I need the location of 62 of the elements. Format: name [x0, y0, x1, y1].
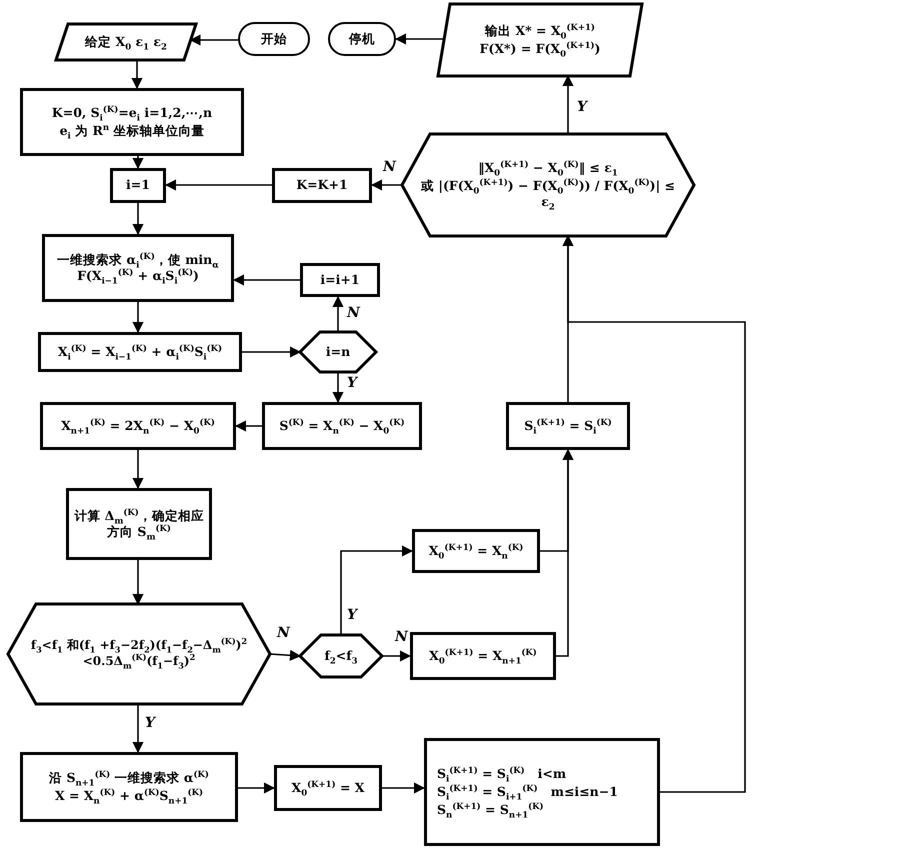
process-box	[300, 263, 380, 297]
arrow	[132, 560, 144, 606]
formula-text: i=1	[125, 176, 151, 194]
formula-text: i=i+1	[319, 270, 361, 289]
formula-text: 开始	[260, 30, 288, 48]
output-parallelogram	[438, 4, 642, 76]
formula-text: 一维搜索求 α$_{i}$$^{(K)}$，使 min$_{α}$ F(X$_{i−1}$$^{(K)}$ + α$_{i}$S$_{i}$$^{(K)}$)	[56, 250, 220, 286]
arrow	[132, 450, 144, 490]
decision-hexagon	[8, 604, 270, 704]
process-box	[20, 88, 244, 156]
process-box	[506, 402, 630, 450]
arrow	[370, 179, 402, 191]
formula-text: 给定 X$_{0}$ ε$_{1}$ ε$_{2}$	[84, 32, 168, 52]
process-box	[66, 488, 212, 560]
arrow	[190, 34, 238, 46]
decision-hexagon	[402, 134, 694, 236]
decision-hexagon	[300, 635, 382, 677]
input-parallelogram	[56, 24, 196, 60]
process-box	[274, 765, 382, 811]
arrow	[382, 650, 412, 662]
arrow	[242, 346, 302, 358]
process-box	[262, 402, 422, 450]
formula-text: 沿 S$_{n+1}$$^{(K)}$ 一维搜索求 α$^{(K)}$	[48, 768, 210, 787]
formula-text: f$_{3}$<f$_{1}$ 和(f$_{1}$ +f$_{3}$−2f$_{2}$)(f$_{1}$−f$_{2}$−Δ$_{m}$$^{(K)}$)$^{2}$ <0.5Δ$_{m}$$^{(K)}$(f$_{1}$−f$_{3}$)$^{2}$	[30, 637, 248, 671]
arrow	[270, 650, 302, 661]
arrow	[132, 203, 144, 236]
arrow	[382, 782, 426, 794]
process-box	[20, 752, 238, 822]
process-box	[412, 529, 540, 573]
arrow	[340, 545, 414, 635]
formula-text: i=n	[324, 342, 352, 361]
stop-terminal	[328, 22, 396, 56]
arrow	[332, 296, 344, 332]
process-box	[110, 168, 166, 203]
arrow	[332, 372, 344, 404]
start-terminal	[238, 22, 310, 56]
process-box	[272, 168, 372, 203]
arrow	[132, 704, 144, 754]
arrow	[394, 33, 444, 45]
formula-text: 或 |(F(X$_{0}$$^{(K+1)}$) − F(X$_{0}$$^{(K)}$)) / F(X$_{0}$$^{(K)}$)| ≤ ε$_{2}$	[420, 176, 676, 212]
formula-text: e$_{i}$ 为 R$^{n}$ 坐标轴单位向量	[58, 122, 206, 140]
process-box	[42, 234, 234, 302]
arrow	[132, 302, 144, 334]
arrow	[238, 782, 276, 794]
process-box	[424, 738, 660, 846]
process-box	[410, 632, 556, 680]
arrow	[232, 274, 300, 286]
decision-hexagon	[300, 332, 376, 372]
process-box	[40, 402, 236, 450]
formula-text: K=K+1	[295, 176, 349, 194]
formula-text: F(X*) = F(X$_{0}$$^{(K+1)}$)	[478, 40, 602, 58]
arrow	[132, 156, 144, 170]
arrow	[164, 179, 272, 191]
formula-text: X$_{0}$$^{(K+1)}$ = X	[290, 778, 366, 798]
arrow	[234, 420, 262, 432]
formula-text: f$_{2}$<f$_{3}$	[323, 646, 359, 666]
arrow	[556, 448, 574, 657]
formula-text: K=0, S$_{i}$$^{(K)}$=e$_{i}$ i=1,2,⋯,n	[50, 104, 214, 122]
formula-text: ‖X$_{0}$$^{(K+1)}$ − X$_{0}$$^{(K)}$‖ ≤ ε$_{1}$	[477, 158, 619, 177]
arrow	[131, 60, 143, 90]
formula-text: 停机	[348, 30, 376, 48]
process-box	[38, 332, 242, 372]
